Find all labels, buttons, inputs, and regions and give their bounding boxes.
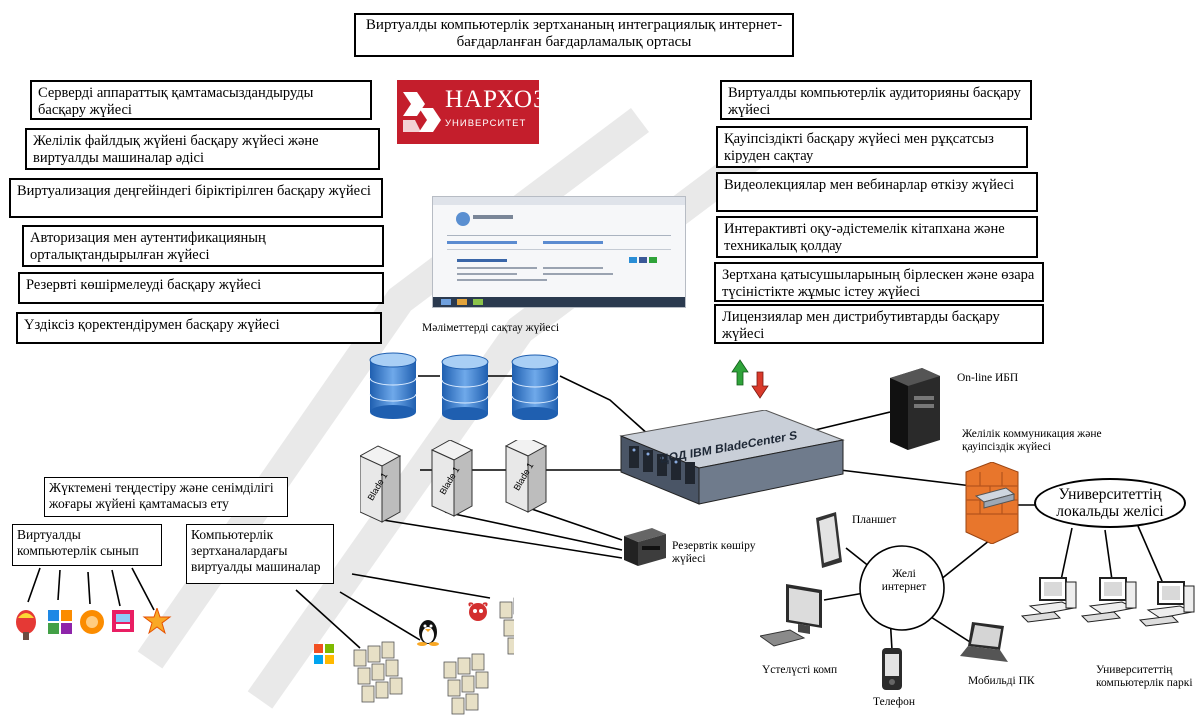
bsd-icon [468,602,488,621]
storage-label: Мәліметтерді сақтау жүйесі [422,322,560,334]
right-box-video: Видеолекциялар мен вебинарлар өткізу жүй… [716,172,1038,212]
right-box-security: Қауіпсіздікті басқару жүйесі мен рұқсатс… [716,126,1028,168]
app-icon [142,608,172,635]
narxoz-logo: НАРХОЗ УНИВЕРСИТЕТ [397,80,546,144]
diagram-title: Виртуалды компьютерлік зертхананың интег… [354,13,794,57]
app-icon [112,610,134,632]
virtual-machines-box: Компьютерлік зертханалардағы виртуалды м… [186,524,334,584]
left-box-backup: Резервті көшірмелеуді басқару жүйесі [18,272,384,304]
server-tower-icon [890,368,940,450]
ups-label: On-line ИБП [957,372,1019,384]
computer-icon [1138,581,1195,627]
app-icon [48,610,72,634]
server-cluster-icon [353,641,403,703]
internet-cloud-icon [859,545,945,631]
campus-park-label: Университеттің компьютерлік паркі [1096,664,1193,689]
blade-server-icon: Blade 1 [430,440,474,517]
network-security-label: Желілік коммуникация және қауіпсіздік жү… [962,428,1102,453]
load-balance-box: Жүктемені теңдестіру және сенімділігі жо… [44,477,288,517]
backup-label: Резервтік көшіру жүйесі [672,540,756,565]
storage-disk-icon [369,352,417,419]
tablet-label: Планшет [852,514,897,526]
right-box-collaboration: Зертхана қатысушыларының бірлескен және … [714,262,1044,302]
windows-icon [314,644,334,664]
university-network-node: Университеттің локальды желісі [1034,478,1186,528]
website-screenshot-image [433,197,685,307]
blade-server-icon: Blade 1 [504,440,548,513]
computer-icon [1020,577,1077,623]
website-screenshot [432,196,686,308]
virtual-class-box: Виртуалды компьютерлік сынып [12,524,162,566]
laptop-label: Мобильді ПК [968,675,1035,687]
logo-subtitle: УНИВЕРСИТЕТ [445,118,527,129]
app-icon [80,610,104,634]
laptop-icon [960,622,1008,662]
left-box-ups: Үздіксіз қоректендірумен басқару жүйесі [16,312,382,344]
left-box-auth: Авторизация мен аутентификацияның орталы… [22,225,384,267]
app-icon [16,610,36,640]
sync-arrows-icon [731,359,769,399]
storage-disk-icon [511,354,559,420]
backup-device-icon [624,528,666,566]
left-box-hardware: Серверді аппараттық қамтамасыздандыруды … [30,80,372,120]
left-box-virtualization: Виртуализация деңгейіндегі біріктірілген… [9,178,383,218]
logo-name: НАРХОЗ [445,86,547,113]
right-box-licenses: Лицензиялар мен дистрибутивтарды басқару… [714,304,1044,344]
storage-disks [369,352,559,420]
desktop-label: Үстелүсті комп [762,664,838,676]
linux-icon [417,620,439,646]
server-cluster-icon [499,597,514,655]
right-box-auditorium: Виртуалды компьютерлік аудиторияны басқа… [720,80,1032,120]
right-box-library: Интерактивті оқу-әдістемелік кітапхана ж… [716,216,1038,258]
blade-servers: Blade 1 Blade 1 Blade 1 [360,440,548,523]
logo-mark-icon [403,92,441,132]
computer-icon [1080,577,1137,623]
tablet-icon [816,512,842,568]
internet-label: Желі интернет [881,568,927,593]
monitor-icon [760,584,822,647]
phone-label: Телефон [873,696,916,708]
firewall-icon [965,462,1019,544]
blade-server-icon: Blade 1 [360,445,402,523]
rack-server-icon [619,410,845,505]
server-cluster-icon [443,653,489,715]
phone-icon [882,648,902,690]
left-box-nfs: Желілік файлдық жүйені басқару жүйесі жә… [25,128,380,170]
campus-computers [1020,577,1195,627]
storage-disk-icon [441,354,489,420]
vm-clusters [314,597,514,715]
app-icons [16,608,172,640]
